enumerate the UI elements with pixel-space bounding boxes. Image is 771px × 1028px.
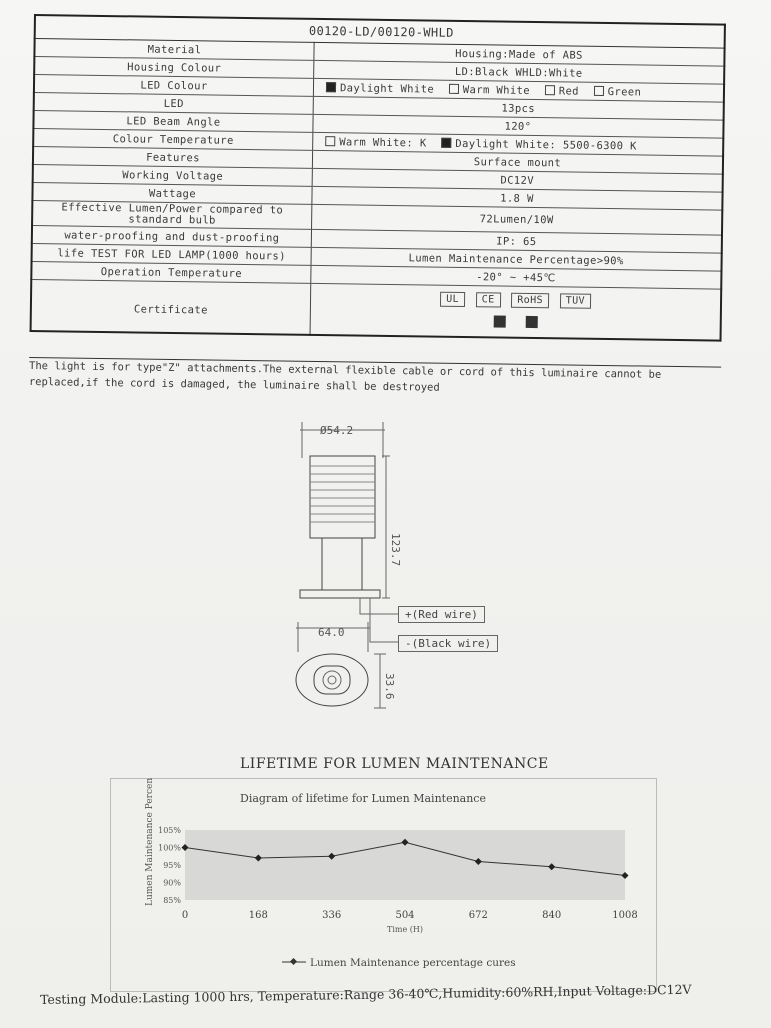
x-tick-label: 672 [469, 910, 488, 921]
x-axis-label: Time (H) [387, 925, 423, 934]
lumen-chart: Diagram of lifetime for Lumen Maintenanc… [145, 778, 638, 969]
option-label: Warm White: K [339, 135, 427, 149]
checkbox-icon [325, 135, 336, 146]
red-wire-label: +(Red wire) [398, 606, 485, 623]
section-title: LIFETIME FOR LUMEN MAINTENANCE [240, 756, 549, 772]
y-tick-label: 85% [163, 896, 181, 905]
chart-title: Diagram of lifetime for Lumen Maintenanc… [240, 792, 486, 805]
x-tick-label: 840 [542, 910, 561, 921]
dim-diameter: Ø54.2 [320, 424, 353, 437]
y-tick-label: 95% [163, 861, 181, 870]
cert-badge: RoHS [511, 292, 550, 309]
spec-key: Certificate [30, 279, 311, 335]
option-label: Warm White [462, 83, 531, 97]
checkbox-icon [593, 85, 604, 96]
legend-label: Lumen Maintenance percentage cures [310, 957, 516, 969]
black-wire-label: -(Black wire) [398, 635, 499, 652]
legend-marker [289, 957, 298, 966]
y-axis-label: Lumen Maintenance Percentage [145, 778, 155, 906]
x-tick-label: 1008 [612, 910, 637, 921]
x-tick-label: 168 [249, 910, 268, 921]
checkbox-icon [544, 84, 555, 95]
x-tick-label: 504 [395, 910, 414, 921]
data-point [474, 857, 482, 866]
option-label: Green [607, 85, 642, 98]
checkbox-icon [325, 81, 337, 92]
data-point [328, 852, 336, 860]
data-point [181, 843, 189, 852]
x-tick-label: 336 [322, 910, 341, 921]
y-tick-label: 90% [163, 879, 181, 888]
data-point [254, 854, 262, 862]
option-label: Red [558, 84, 580, 98]
x-tick-label: 0 [182, 910, 188, 921]
checkbox-icon [448, 83, 459, 94]
y-tick-label: 105% [158, 826, 181, 835]
x-ticks: 0 168 336 504 672 840 1008 [182, 910, 638, 921]
cert-badge: CE [475, 292, 501, 308]
data-point [621, 871, 629, 880]
qr-code-icon [525, 315, 538, 329]
legend: Lumen Maintenance percentage cures [282, 957, 516, 969]
dim-depth: 33.6 [383, 673, 396, 700]
cert-badge: UL [440, 291, 466, 308]
cert-badge: TUV [559, 293, 592, 309]
chart-frame [110, 778, 657, 992]
qr-code-icon [493, 315, 506, 328]
checkbox-icon [441, 137, 452, 148]
cable-note: The light is for type"Z" attachments.The… [28, 356, 722, 400]
y-tick-label: 100% [158, 844, 181, 853]
data-point [401, 838, 409, 846]
dim-height: 123.7 [389, 533, 402, 566]
lamp-technical-drawing: Ø54.2 123.7 64.0 33.6 [295, 422, 402, 709]
option-label: Daylight White: 5500-6300 K [455, 137, 637, 152]
option-label: Daylight White [339, 81, 435, 96]
y-ticks: 105% 100% 95% 90% 85% [158, 826, 181, 905]
certificate-badges: UL CE RoHS TUV [310, 283, 722, 341]
spec-key: Effective Lumen/Power compared to standa… [32, 200, 312, 230]
dim-width: 64.0 [318, 626, 345, 639]
